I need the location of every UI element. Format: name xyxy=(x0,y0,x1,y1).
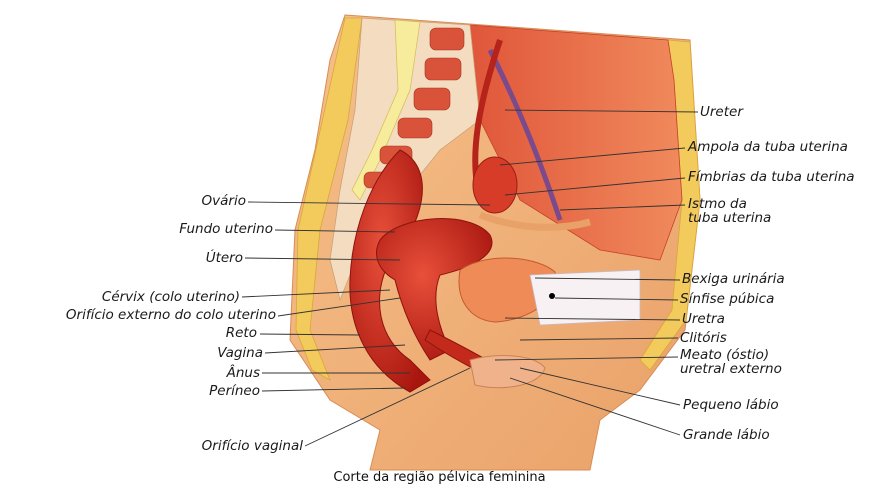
label-fimbrias: Fímbrias da tuba uterina xyxy=(688,170,855,185)
label-ureter: Ureter xyxy=(700,105,743,120)
label-anus: Ânus xyxy=(227,366,260,381)
label-ampola: Ampola da tuba uterina xyxy=(688,140,848,155)
label-pequeno-labio: Pequeno lábio xyxy=(683,398,779,413)
label-orificio-vaginal: Orifício vaginal xyxy=(202,439,303,454)
label-clitoris: Clitóris xyxy=(680,331,727,346)
label-sinfise: Sínfise púbica xyxy=(680,292,774,307)
label-perineo: Períneo xyxy=(209,384,260,399)
label-grande-labio: Grande lábio xyxy=(683,428,770,443)
label-istmo-2: tuba uterina xyxy=(688,211,771,226)
label-bexiga: Bexiga urinária xyxy=(682,272,785,287)
label-ovario: Ovário xyxy=(202,194,246,209)
label-uretra: Uretra xyxy=(682,312,725,327)
label-reto: Reto xyxy=(226,326,257,341)
label-fundo-uterino: Fundo uterino xyxy=(179,222,273,237)
label-meato-2: uretral externo xyxy=(680,362,782,377)
label-utero: Útero xyxy=(206,251,243,266)
label-orificio-externo: Orifício externo do colo uterino xyxy=(66,308,276,323)
figure-caption: Corte da região pélvica feminina xyxy=(0,470,879,485)
label-cervix: Cérvix (colo uterino) xyxy=(102,290,240,305)
label-vagina: Vagina xyxy=(217,346,263,361)
